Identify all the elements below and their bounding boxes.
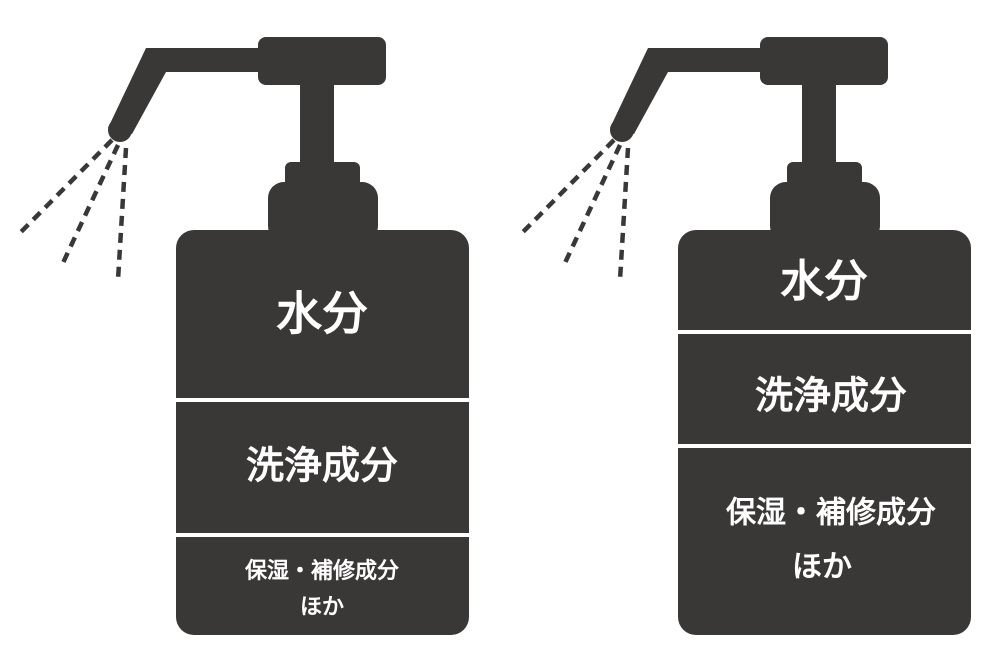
label-moisturizing-left: 保湿・補修成分 — [244, 558, 399, 584]
label-cleanser-right: 洗浄成分 — [755, 374, 907, 418]
label-cleanser-left: 洗浄成分 — [246, 444, 398, 488]
pump-nozzle-left — [108, 37, 386, 170]
label-moisturizing-right: 保湿・補修成分 — [726, 496, 936, 531]
pump-nozzle-right — [610, 37, 888, 170]
bottle-left: 水分 洗浄成分 保湿・補修成分 ほか — [16, 37, 469, 635]
spray-mist-right — [518, 138, 631, 281]
bottle-right: 水分 洗浄成分 保湿・補修成分 ほか — [518, 37, 971, 635]
label-others-right: ほか — [792, 550, 852, 585]
spray-mist-left — [16, 138, 129, 281]
label-water-right: 水分 — [780, 256, 868, 307]
label-others-left: ほか — [300, 595, 344, 620]
bottle-neck-right — [770, 162, 880, 242]
label-water-left: 水分 — [276, 287, 368, 341]
bottle-neck-left — [268, 162, 378, 242]
